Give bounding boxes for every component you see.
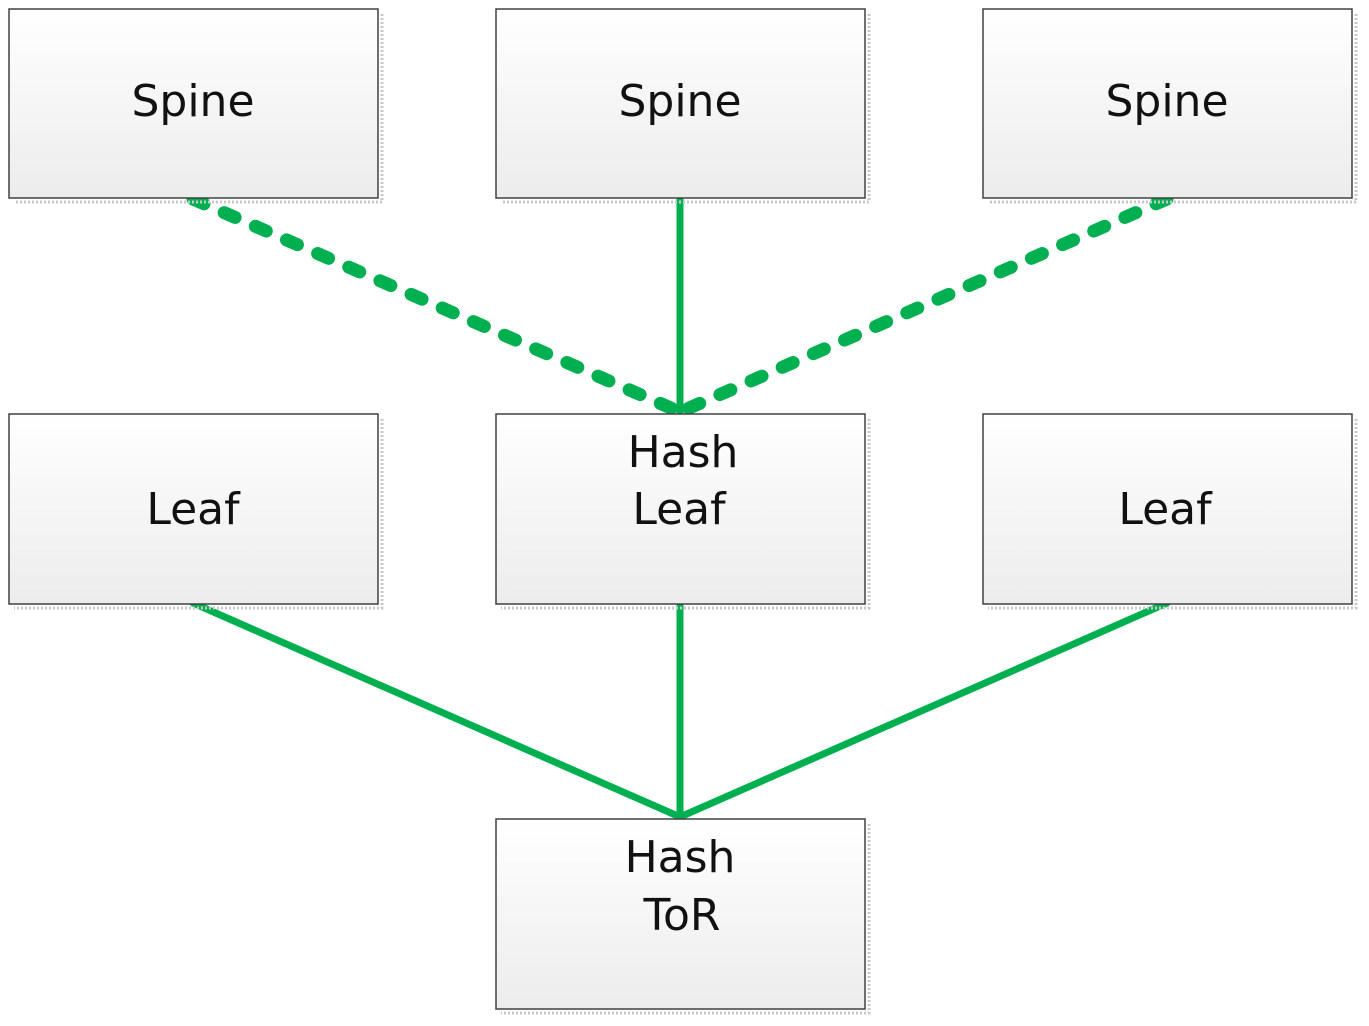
spine-node-left[interactable]: Spine	[8, 8, 384, 204]
spine-right-label: Spine	[1105, 76, 1228, 127]
hash-tor-line-2: ToR	[643, 890, 721, 941]
hash-tor-node[interactable]: Hash ToR	[495, 818, 871, 1015]
hash-leaf-line-1: Hash	[628, 427, 739, 478]
spine-node-center[interactable]: Spine	[495, 8, 871, 204]
link-leaf-right-to-hash-tor	[676, 599, 1171, 821]
hash-leaf-node[interactable]: Hash Leaf	[495, 413, 871, 610]
spine-node-right[interactable]: Spine	[982, 8, 1358, 204]
svg-text:Hash: Hash	[628, 427, 739, 478]
leaf-node-left[interactable]: Leaf	[8, 413, 384, 610]
svg-text:Hash: Hash	[625, 832, 736, 883]
leaf-node-right[interactable]: Leaf	[982, 413, 1358, 610]
svg-text:Leaf: Leaf	[146, 484, 241, 535]
leaf-right-label: Leaf	[1118, 484, 1213, 535]
svg-text:Leaf: Leaf	[1118, 484, 1213, 535]
link-spine-left-to-hash-leaf	[186, 192, 687, 419]
svg-text:Leaf: Leaf	[632, 484, 727, 535]
spine-center-label: Spine	[618, 76, 741, 127]
svg-text:Spine: Spine	[618, 76, 741, 127]
hash-tor-line-1: Hash	[625, 832, 736, 883]
hash-leaf-line-2: Leaf	[632, 484, 727, 535]
leaf-left-label: Leaf	[146, 484, 241, 535]
svg-text:ToR: ToR	[643, 890, 721, 941]
link-spine-right-to-hash-leaf	[673, 192, 1174, 419]
svg-text:Spine: Spine	[1105, 76, 1228, 127]
link-leaf-left-to-hash-tor	[189, 599, 684, 821]
svg-text:Spine: Spine	[131, 76, 254, 127]
spine-left-label: Spine	[131, 76, 254, 127]
links-layer	[186, 192, 1174, 821]
